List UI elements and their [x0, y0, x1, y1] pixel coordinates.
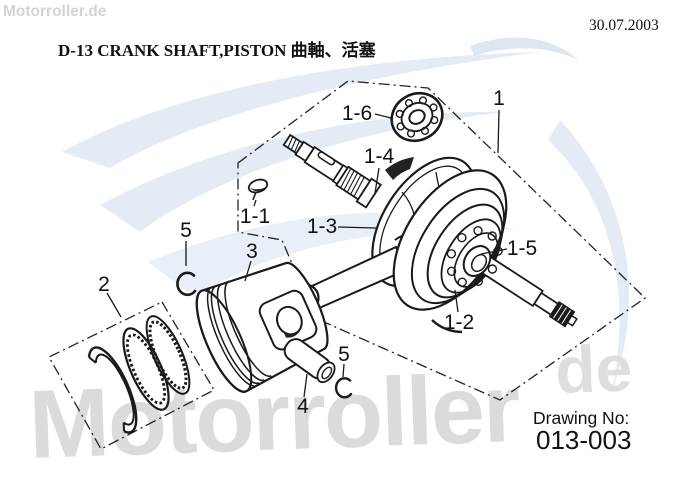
piston-ring-set	[87, 315, 191, 434]
circlip-right	[334, 377, 353, 399]
callout-3: 3	[246, 240, 258, 263]
ring-set-boundary	[48, 301, 215, 450]
page-title: D-13 CRANK SHAFT,PISTON 曲軸、活塞	[58, 40, 377, 60]
crankshaft-left-shaft	[282, 133, 382, 209]
page-date: 30.07.2003	[589, 17, 659, 34]
callout-2: 2	[98, 273, 110, 296]
wrist-pin	[283, 338, 336, 384]
watermark-small-text: Motorroller.de	[3, 3, 107, 20]
drawing-no-label: Drawing No:	[533, 408, 629, 428]
callout-1: 1	[493, 87, 505, 110]
woodruff-key	[247, 178, 269, 201]
circlip-left	[176, 271, 197, 297]
eagle-watermark	[62, 37, 629, 392]
callout-5-right: 5	[338, 343, 350, 366]
callout-1-6: 1-6	[342, 102, 372, 125]
callout-1-1: 1-1	[240, 205, 270, 228]
crank-assembly-boundary	[237, 80, 647, 401]
callout-4: 4	[297, 395, 309, 418]
callout-leader-lines	[106, 109, 508, 398]
drawing-no-value: 013-003	[536, 425, 631, 455]
callout-1-3: 1-3	[307, 215, 337, 238]
callout-5-left: 5	[180, 219, 192, 242]
watermark-big-suffix: de	[554, 330, 634, 407]
bearing-1-6	[390, 91, 444, 143]
callout-1-2: 1-2	[444, 311, 474, 334]
callout-1-5: 1-5	[507, 237, 537, 260]
callout-1-4: 1-4	[364, 145, 395, 168]
